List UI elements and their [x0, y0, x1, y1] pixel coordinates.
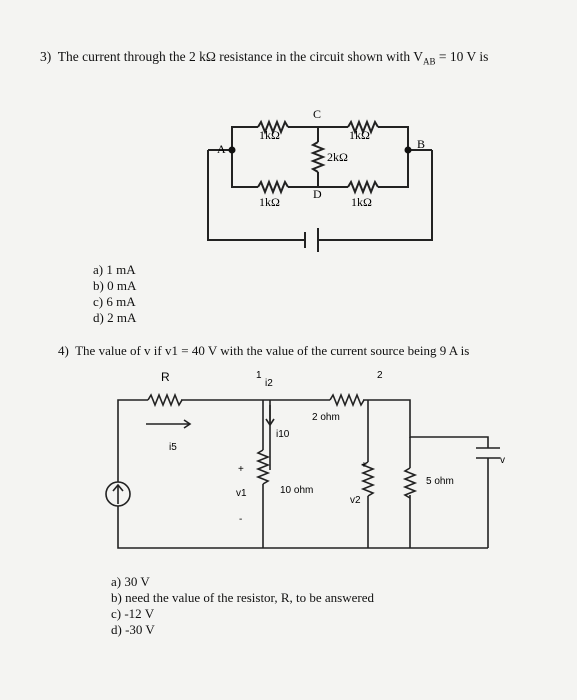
- node-1-label: 1: [256, 370, 262, 381]
- q4-option-b[interactable]: b) need the value of the resistor, R, to…: [111, 590, 375, 605]
- current-i5-label: i5: [169, 442, 177, 453]
- q4-option-c[interactable]: c) -12 V: [111, 606, 155, 621]
- question-3-number: 3): [40, 49, 52, 64]
- voltage-v1-label: v1: [236, 488, 247, 499]
- resistor-bottom-left-label: 1kΩ: [259, 195, 280, 209]
- voltage-v-label: v: [500, 455, 505, 466]
- voltage-v2-label: v2: [350, 495, 361, 506]
- resistor-2ohm-label: 2 ohm: [312, 412, 340, 423]
- v2-plus-sign: +: [361, 460, 367, 471]
- q4-option-d[interactable]: d) -30 V: [111, 622, 155, 637]
- node-d-label: D: [313, 187, 322, 201]
- q3-option-a[interactable]: a) 1 mA: [93, 262, 136, 277]
- node-a-label: A: [217, 142, 226, 156]
- q3-option-d[interactable]: d) 2 mA: [93, 310, 137, 325]
- q4-option-a[interactable]: a) 30 V: [111, 574, 150, 589]
- resistor-top-left-label: 1kΩ: [259, 128, 280, 142]
- node-b-label: B: [417, 137, 425, 151]
- q3-option-c[interactable]: c) 6 mA: [93, 294, 136, 309]
- resistor-middle-label: 2kΩ: [327, 150, 348, 164]
- node-2-label: 2: [377, 370, 383, 381]
- question-3-stem-end: = 10 V is: [435, 49, 489, 64]
- question-4-text: 4) The value of v if v1 = 40 V with the …: [58, 343, 469, 359]
- node-c-label: C: [313, 107, 321, 121]
- resistor-5ohm-label: 5 ohm: [426, 476, 454, 487]
- current-i12-label: i2: [265, 378, 273, 389]
- q3-option-b[interactable]: b) 0 mA: [93, 278, 137, 293]
- resistor-bottom-right-label: 1kΩ: [351, 195, 372, 209]
- resistor-10ohm-label: 10 ohm: [280, 485, 313, 496]
- resistor-top-right-label: 1kΩ: [349, 128, 370, 142]
- v1-minus-sign: -: [239, 514, 242, 525]
- current-i10-label: i10: [276, 429, 290, 440]
- v1-plus-sign: +: [238, 464, 244, 475]
- question-3-stem: The current through the 2 kΩ resistance …: [57, 49, 423, 64]
- question-4-number: 4): [58, 343, 69, 358]
- question-4-stem: The value of v if v1 = 40 V with the val…: [75, 343, 470, 358]
- question-3-subscript: AB: [422, 56, 436, 67]
- question-3-text: 3) The current through the 2 kΩ resistan…: [40, 49, 488, 67]
- resistor-r-label: R: [161, 370, 170, 384]
